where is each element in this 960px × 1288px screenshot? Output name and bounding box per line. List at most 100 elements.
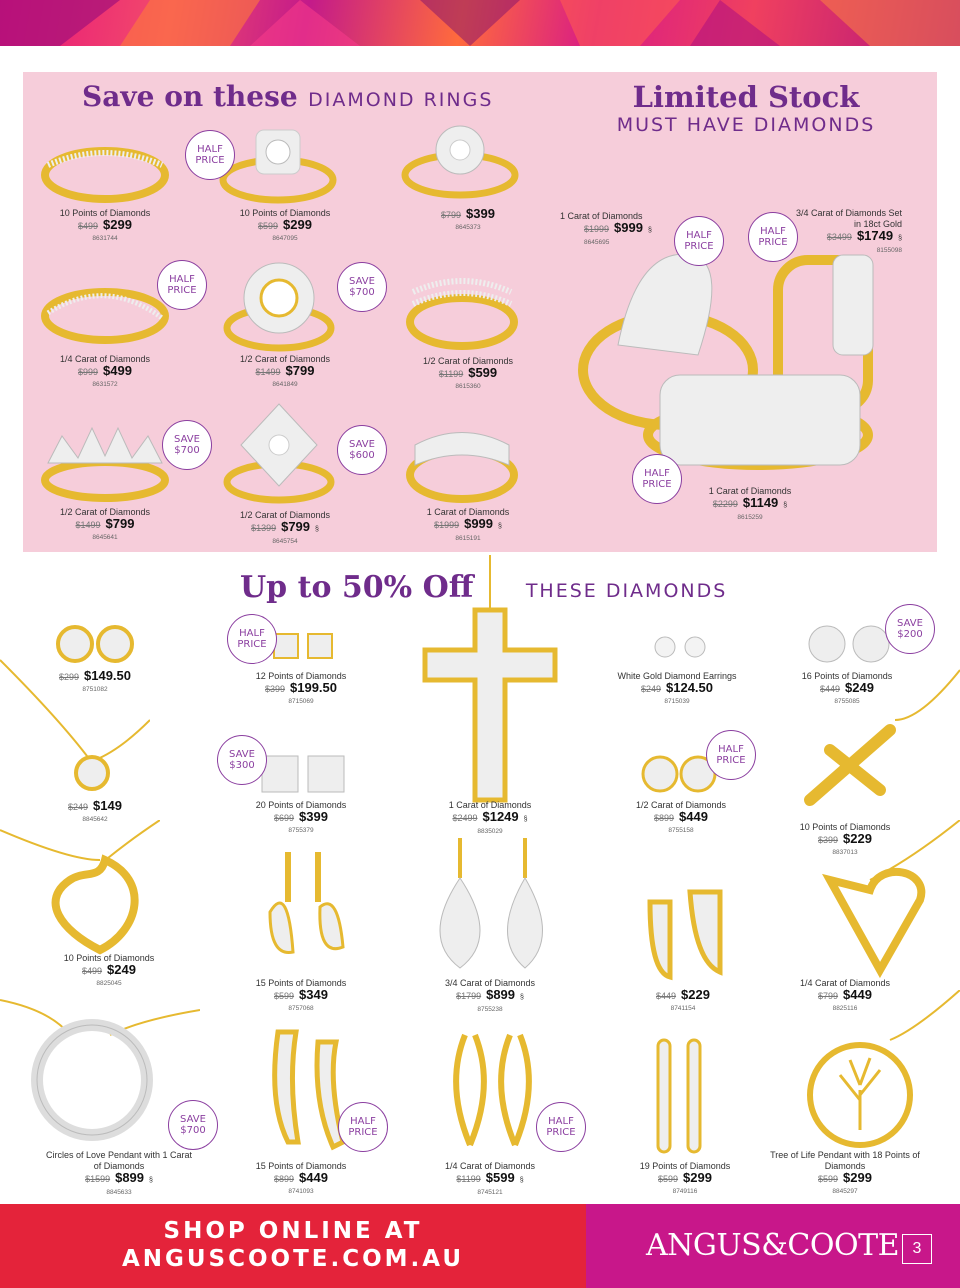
product-ring-4[interactable]: 1/4 Carat of Diamonds $999$499 8631572 bbox=[30, 354, 180, 390]
product-featured-3[interactable]: 1 Carat of Diamonds $2299$1149§ 8615259 bbox=[675, 486, 825, 523]
product-8[interactable]: 1/2 Carat of Diamonds $899$449 8755158 bbox=[606, 800, 756, 836]
sale-price: $799 bbox=[285, 363, 315, 378]
product-5[interactable]: $249$149 8845642 bbox=[20, 798, 170, 825]
product-code: 8645754 bbox=[272, 538, 298, 545]
product-ring-9[interactable]: 1 Carat of Diamonds $1999$999§ 8615191 bbox=[393, 507, 543, 544]
product-16[interactable]: 15 Points of Diamonds $899$449 8741093 bbox=[226, 1161, 376, 1197]
sale-price: $799 bbox=[105, 516, 135, 531]
product-ring-7[interactable]: 1/2 Carat of Diamonds $1499$799 8645641 bbox=[30, 507, 180, 543]
product-code: 8645373 bbox=[455, 224, 481, 231]
old-price: $299 bbox=[58, 672, 80, 682]
product-2[interactable]: 12 Points of Diamonds $399$199.50 871506… bbox=[226, 671, 376, 707]
sale-price: $299 bbox=[843, 1170, 872, 1185]
product-desc: 10 Points of Diamonds bbox=[799, 822, 891, 832]
product-desc: Circles of Love Pendant with 1 Carat of … bbox=[45, 1150, 193, 1171]
sale-price: $299 bbox=[283, 217, 312, 232]
old-price: $1399 bbox=[251, 523, 277, 533]
product-ring-1[interactable]: 10 Points of Diamonds $499$299 8631744 bbox=[30, 208, 180, 244]
product-ring-5[interactable]: 1/2 Carat of Diamonds $1499$799 8641849 bbox=[210, 354, 360, 390]
sale-price: $449 bbox=[299, 1170, 328, 1185]
old-price: $799 bbox=[441, 210, 462, 220]
product-4[interactable]: 16 Points of Diamonds $449$249 8755085 bbox=[772, 671, 922, 707]
offer-header-title: Up to 50% Off bbox=[240, 570, 474, 605]
product-3[interactable]: White Gold Diamond Earrings $249$124.50 … bbox=[602, 671, 752, 707]
product-code: 8845633 bbox=[106, 1189, 132, 1196]
sale-price: $499 bbox=[103, 363, 132, 378]
save-badge: SAVE$600 bbox=[337, 425, 387, 475]
product-12[interactable]: 3/4 Carat of Diamonds $1799$899§ 8755238 bbox=[415, 978, 565, 1015]
product-code: 8749116 bbox=[672, 1188, 698, 1195]
shop-online-line1: SHOP ONLINE AT bbox=[163, 1218, 423, 1244]
save-badge: SAVE$200 bbox=[885, 604, 935, 654]
old-price: $1499 bbox=[75, 520, 101, 530]
product-11[interactable]: 15 Points of Diamonds $599$349 8757068 bbox=[226, 978, 376, 1014]
sale-price: $199.50 bbox=[290, 680, 338, 695]
sale-price: $599 bbox=[468, 365, 498, 380]
product-code: 8825116 bbox=[832, 1005, 858, 1012]
product-code: 8741154 bbox=[670, 1005, 696, 1012]
sale-price: $299 bbox=[683, 1170, 712, 1185]
product-desc: 20 Points of Diamonds bbox=[255, 800, 347, 810]
shop-online-url: ANGUSCOOTE.COM.AU bbox=[121, 1246, 465, 1272]
product-19[interactable]: Tree of Life Pendant with 18 Points of D… bbox=[770, 1150, 920, 1197]
old-price: $1199 bbox=[456, 1174, 481, 1184]
product-7[interactable]: 1 Carat of Diamonds $2499$1249§ 8835029 bbox=[415, 800, 565, 837]
rings-header-subtitle: DIAMOND RINGS bbox=[308, 89, 494, 111]
old-price: $499 bbox=[82, 966, 103, 976]
product-desc: 1/4 Carat of Diamonds bbox=[444, 1161, 536, 1171]
product-ring-2[interactable]: 10 Points of Diamonds $599$299 8647095 bbox=[210, 208, 360, 244]
product-17[interactable]: 1/4 Carat of Diamonds $1199$599§ 8745121 bbox=[415, 1161, 565, 1198]
product-6[interactable]: 20 Points of Diamonds $699$399 8755379 bbox=[226, 800, 376, 836]
product-desc: 1 Carat of Diamonds bbox=[448, 800, 532, 810]
drop-earrings-image bbox=[268, 852, 345, 954]
rings-header: Save on these DIAMOND RINGS bbox=[82, 80, 493, 113]
earrings-image bbox=[641, 755, 717, 793]
sale-price: $399 bbox=[466, 206, 495, 221]
product-code: 8641849 bbox=[272, 381, 298, 388]
product-code: 8615259 bbox=[737, 514, 763, 521]
limited-header: Limited Stock MUST HAVE DIAMONDS bbox=[596, 80, 896, 136]
product-desc: 12 Points of Diamonds bbox=[255, 671, 347, 681]
product-desc: 3/4 Carat of Diamonds bbox=[444, 978, 536, 988]
shop-online-link[interactable]: SHOP ONLINE AT ANGUSCOOTE.COM.AU bbox=[0, 1204, 586, 1288]
product-9[interactable]: 10 Points of Diamonds $399$229 8837013 bbox=[770, 822, 920, 858]
product-desc: 19 Points of Diamonds bbox=[639, 1161, 731, 1171]
product-featured-1[interactable]: 1 Carat of Diamonds $1999$999§ 8645695 bbox=[560, 211, 680, 248]
product-code: 8715069 bbox=[288, 698, 314, 705]
sale-price: $349 bbox=[299, 987, 328, 1002]
product-featured-2[interactable]: 3/4 Carat of Diamonds Set in 18ct Gold $… bbox=[790, 208, 902, 256]
product-ring-6[interactable]: 1/2 Carat of Diamonds $1199$599 8615360 bbox=[393, 356, 543, 392]
sale-price: $299 bbox=[103, 217, 132, 232]
product-15[interactable]: Circles of Love Pendant with 1 Carat of … bbox=[45, 1150, 193, 1196]
product-ring-3[interactable]: $799 $399 8645373 bbox=[393, 206, 543, 233]
old-price: $2499 bbox=[452, 813, 478, 823]
sale-price: $124.50 bbox=[666, 680, 714, 695]
product-10[interactable]: 10 Points of Diamonds $499$249 8825045 bbox=[34, 953, 184, 989]
product-1[interactable]: $299$149.50 8751082 bbox=[20, 669, 170, 695]
product-code: 8745121 bbox=[477, 1189, 503, 1196]
sale-price: $229 bbox=[681, 987, 710, 1002]
product-14[interactable]: 1/4 Carat of Diamonds $799$449 8825116 bbox=[770, 978, 920, 1014]
sale-price: $149 bbox=[93, 798, 122, 813]
product-18[interactable]: 19 Points of Diamonds $599$299 8749116 bbox=[610, 1161, 760, 1197]
ring-image bbox=[223, 403, 335, 504]
product-desc: 16 Points of Diamonds bbox=[801, 671, 893, 681]
hoop-earrings-image bbox=[272, 1029, 346, 1151]
product-13[interactable]: $449$229 8741154 bbox=[608, 987, 758, 1014]
huggie-earrings-image bbox=[647, 889, 723, 981]
product-code: 8837013 bbox=[832, 849, 858, 856]
product-code: 8615360 bbox=[455, 383, 481, 390]
sale-price: $899 bbox=[115, 1170, 145, 1185]
product-ring-8[interactable]: 1/2 Carat of Diamonds $1399$799§ 8645754 bbox=[210, 510, 360, 547]
bar-earrings-image bbox=[656, 1038, 702, 1154]
page-number: 3 bbox=[902, 1234, 932, 1264]
old-price: $599 bbox=[818, 1174, 839, 1184]
ring-image bbox=[406, 432, 518, 503]
product-code: 8755379 bbox=[288, 827, 314, 834]
old-price: $1199 bbox=[438, 369, 464, 379]
